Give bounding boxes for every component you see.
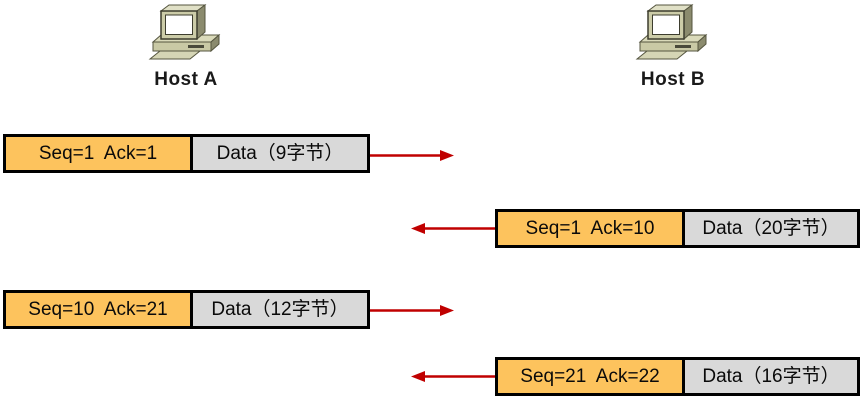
host-b-label: Host B	[640, 69, 706, 90]
arrow-left-icon	[411, 221, 495, 236]
computer-icon	[148, 4, 221, 60]
segment-2-data: Data（20字节）	[685, 212, 857, 245]
segment-3: Seq=10 Ack=21 Data（12字节）	[3, 290, 370, 329]
arrow-right-icon	[370, 148, 454, 163]
segment-4-data: Data（16字节）	[685, 360, 857, 393]
host-a-label: Host A	[154, 69, 218, 90]
arrow-left-icon	[411, 369, 495, 384]
host-a: Host A	[115, 4, 257, 91]
segment-3-seq-ack: Seq=10 Ack=21	[6, 293, 193, 326]
arrow-right-icon	[370, 303, 454, 318]
segment-3-data: Data（12字节）	[193, 293, 367, 326]
segment-1-seq-ack: Seq=1 Ack=1	[6, 137, 193, 170]
segment-4: Seq=21 Ack=22 Data（16字节）	[495, 357, 860, 396]
segment-2: Seq=1 Ack=10 Data（20字节）	[495, 209, 860, 248]
segment-1: Seq=1 Ack=1 Data（9字节）	[3, 134, 370, 173]
computer-icon	[635, 4, 708, 60]
segment-1-data: Data（9字节）	[193, 137, 367, 170]
segment-4-seq-ack: Seq=21 Ack=22	[498, 360, 685, 393]
segment-2-seq-ack: Seq=1 Ack=10	[498, 212, 685, 245]
host-b: Host B	[602, 4, 744, 91]
